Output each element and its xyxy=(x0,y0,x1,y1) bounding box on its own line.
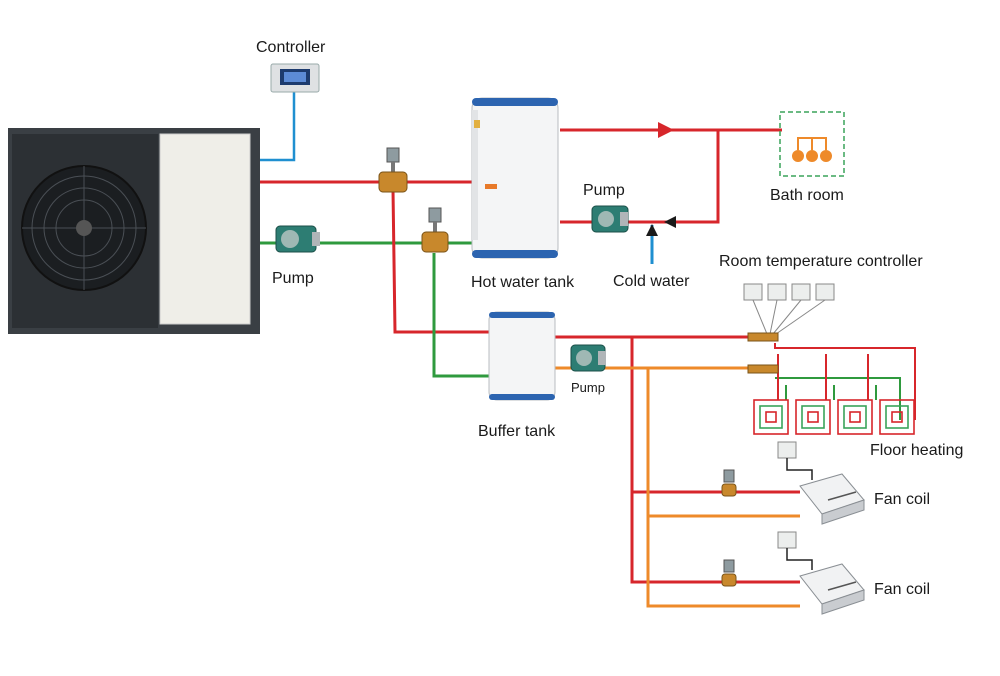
bath-room-label: Bath room xyxy=(770,187,844,204)
controller-label: Controller xyxy=(256,39,326,56)
floor-heating-label: Floor heating xyxy=(870,442,963,459)
floor-heating-coils xyxy=(753,399,915,435)
fancoil-return-riser xyxy=(646,368,800,608)
controller-cable xyxy=(260,92,296,162)
floor-coil-4 xyxy=(879,399,915,435)
hot-pump-icon xyxy=(591,205,629,233)
three-way-valve-hot xyxy=(378,147,408,193)
fan-coil-1-thermostat xyxy=(777,441,813,480)
fan-coil-1-label: Fan coil xyxy=(874,491,930,508)
room-temp-controller-label: Room temperature controller xyxy=(719,253,923,270)
shower-head-icons xyxy=(792,137,832,162)
floor-manifold-supply xyxy=(747,332,779,342)
dhw-recirc-pipe xyxy=(560,130,720,224)
fan-coil-2-thermostat xyxy=(777,531,813,570)
flow-arrow-recirc xyxy=(664,216,676,228)
buffer-pump-icon xyxy=(570,344,606,372)
flow-arrow-dhw xyxy=(658,122,674,138)
pump-hot-label: Pump xyxy=(583,182,625,199)
heat-pump-unit xyxy=(8,128,260,334)
room-thermostat-icons xyxy=(743,283,835,335)
fan-coil-2-label: Fan coil xyxy=(874,581,930,598)
main-pump-icon xyxy=(275,225,320,253)
heat-pump-panel xyxy=(159,133,251,325)
floor-supply-runs xyxy=(774,343,916,420)
fan-icon xyxy=(21,165,147,291)
buffer-tank-label: Buffer tank xyxy=(478,423,556,440)
three-way-valve-return xyxy=(421,207,449,253)
buffer-return-pipe xyxy=(432,253,489,378)
pump-main-label: Pump xyxy=(272,270,314,287)
cold-water-label: Cold water xyxy=(613,273,690,290)
fan-coil-1-unit xyxy=(799,473,865,525)
bath-room-zone xyxy=(779,111,845,177)
buffer-supply-pipe xyxy=(391,189,489,334)
fan-coil-1-valve xyxy=(721,469,737,497)
controller-device xyxy=(270,63,320,93)
hot-water-tank xyxy=(471,97,559,259)
flow-arrow-cold xyxy=(646,224,658,236)
fan-coil-2-unit xyxy=(799,563,865,615)
pump-buffer-label: Pump xyxy=(571,380,605,395)
floor-coil-1 xyxy=(753,399,789,435)
floor-coil-3 xyxy=(837,399,873,435)
hot-water-tank-label: Hot water tank xyxy=(471,274,575,291)
floor-coil-2 xyxy=(795,399,831,435)
floor-manifold-return xyxy=(747,364,779,374)
pipe-network xyxy=(260,92,916,608)
fan-coil-2-valve xyxy=(721,559,737,587)
heating-supply-riser xyxy=(630,337,800,584)
buffer-tank xyxy=(488,311,556,401)
